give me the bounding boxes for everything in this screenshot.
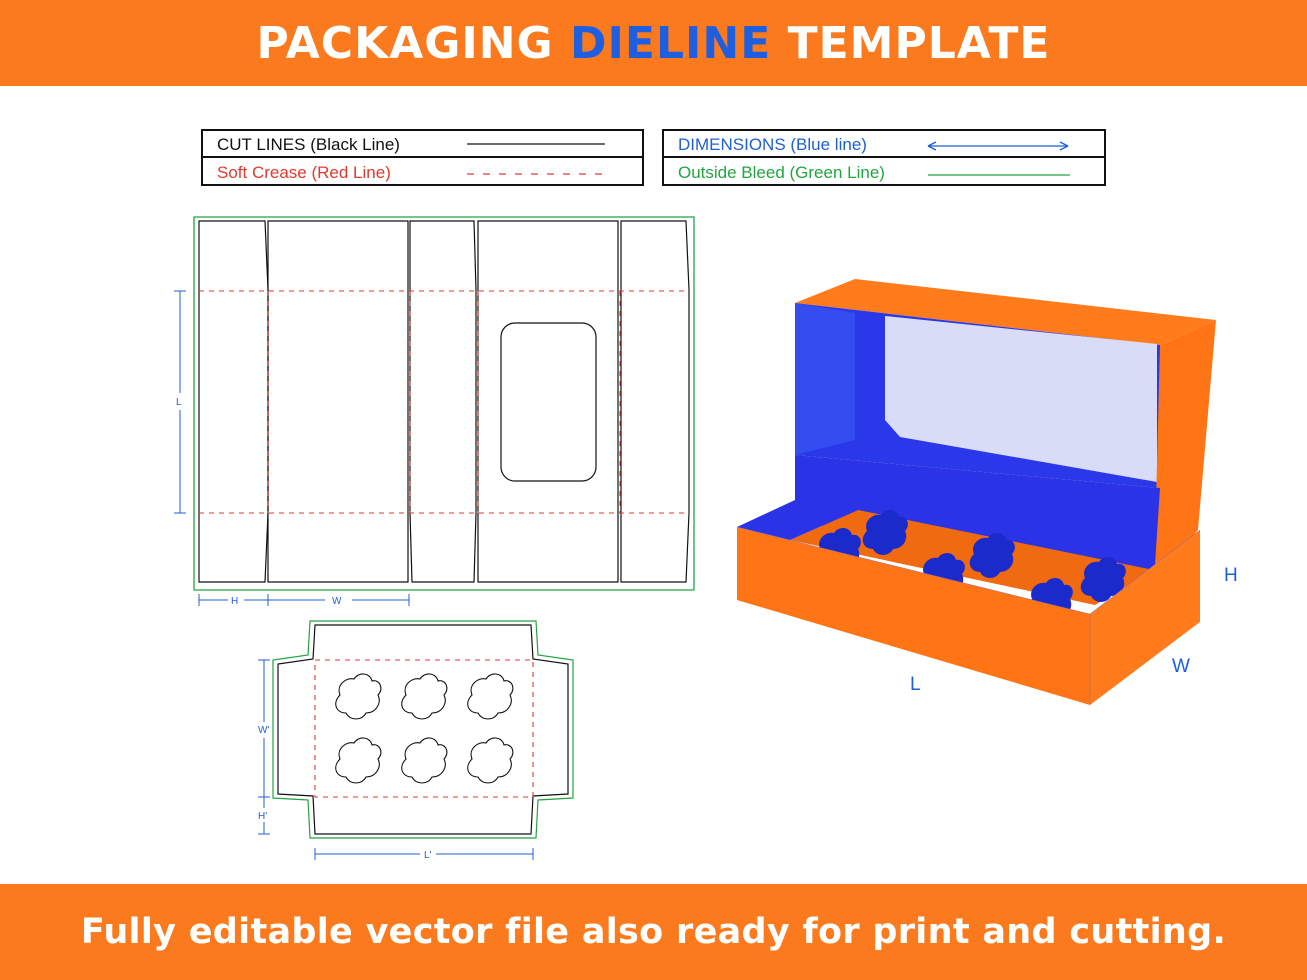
legend-dimension-label: DIMENSIONS (Blue line) xyxy=(678,134,867,154)
legend-bleed-label: Outside Bleed (Green Line) xyxy=(678,162,885,182)
box-side-face xyxy=(1090,530,1200,705)
legend-row-bleed: Outside Bleed (Green Line) xyxy=(664,159,1104,186)
cupcake-hole xyxy=(401,673,448,720)
lid-side-face xyxy=(1154,320,1216,580)
crease-line-sample xyxy=(467,173,607,175)
legend-divider xyxy=(203,156,642,158)
legend-divider xyxy=(664,156,1104,158)
legend-row-dimension: DIMENSIONS (Blue line) xyxy=(664,131,1104,158)
insert-cut-outline xyxy=(277,624,569,835)
insert-dim-length: L' xyxy=(424,850,432,861)
footer-banner: Fully editable vector file also ready fo… xyxy=(0,884,1307,980)
lid-window xyxy=(885,316,1157,482)
lid-top-face xyxy=(795,279,1216,345)
dimension-arrow-sample xyxy=(927,141,1069,151)
legend-cut-label: CUT LINES (Black Line) xyxy=(217,134,400,154)
insert-dieline: W' H' L' xyxy=(258,620,574,861)
insert-crease xyxy=(314,659,534,798)
lid-inner-shade xyxy=(795,303,855,455)
main-dieline: L H W xyxy=(174,216,695,607)
cupcake-hole xyxy=(335,673,382,720)
cupcake-hole xyxy=(335,737,382,784)
cupcake-hole xyxy=(467,737,514,784)
box-label-height: H xyxy=(1224,565,1238,586)
title-part-2: TEMPLATE xyxy=(787,17,1051,69)
box-edges xyxy=(736,526,1201,705)
page-title: PACKAGING DIELINE TEMPLATE xyxy=(257,18,1051,69)
legend-crease-label: Soft Crease (Red Line) xyxy=(217,162,391,182)
insert-dimension-lines xyxy=(258,659,534,860)
insert-bleed-outline xyxy=(272,620,574,839)
dim-label-height: H xyxy=(231,596,238,607)
cupcake-hole xyxy=(401,737,448,784)
bleed-outline xyxy=(193,216,695,591)
title-accent: DIELINE xyxy=(570,17,772,69)
insert-dim-height: H' xyxy=(258,811,267,822)
insert-dim-width: W' xyxy=(258,725,269,736)
box-label-width: W xyxy=(1172,656,1190,677)
dim-label-width: W xyxy=(332,596,342,607)
header-banner: PACKAGING DIELINE TEMPLATE xyxy=(0,0,1307,86)
window-cutout xyxy=(500,322,597,482)
footer-tagline: Fully editable vector file also ready fo… xyxy=(80,912,1227,952)
box-front-face xyxy=(737,527,1090,705)
cupcake-hole xyxy=(467,673,514,720)
dimension-lines xyxy=(174,290,410,606)
title-part-1: PACKAGING xyxy=(256,17,554,69)
box-label-length: L xyxy=(910,674,921,695)
legend-cut-crease: CUT LINES (Black Line) Soft Crease (Red … xyxy=(201,129,644,186)
cut-outline xyxy=(198,220,690,583)
insert-cupcake-holes xyxy=(335,673,514,784)
crease-lines xyxy=(199,290,689,514)
box-3d-mockup: H W L xyxy=(736,279,1238,705)
bleed-line-sample xyxy=(928,174,1070,176)
box-interior-left xyxy=(737,500,858,540)
legend-row-cut: CUT LINES (Black Line) xyxy=(203,131,642,158)
dim-label-length: L xyxy=(176,397,182,408)
legend-dimension-bleed: DIMENSIONS (Blue line) Outside Bleed (Gr… xyxy=(662,129,1106,186)
legend-row-crease: Soft Crease (Red Line) xyxy=(203,159,642,186)
cut-line-sample xyxy=(467,143,605,145)
